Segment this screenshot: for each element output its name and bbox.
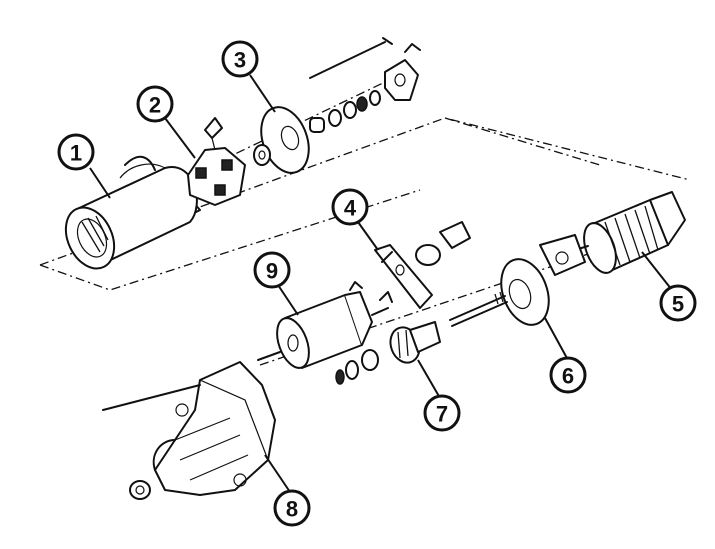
leader-8: [264, 454, 291, 493]
callout-label-1: 1: [70, 141, 82, 166]
assembly-boundary: [39, 117, 691, 291]
leader-5: [641, 251, 673, 291]
callout-9: 9: [253, 251, 291, 289]
leader-2: [164, 117, 196, 159]
callout-6: 6: [549, 356, 587, 394]
leader-1: [89, 167, 111, 199]
leader-6: [544, 317, 569, 361]
callout-1: 1: [57, 133, 95, 171]
callout-4: 4: [331, 188, 369, 226]
leader-7: [417, 359, 441, 399]
callout-label-8: 8: [286, 497, 298, 522]
leader-9: [277, 284, 299, 316]
callout-label-3: 3: [234, 48, 246, 73]
drive-housing: [102, 361, 276, 500]
solenoid: [257, 281, 393, 369]
callout-label-7: 7: [436, 402, 448, 427]
callout-label-6: 6: [562, 364, 574, 389]
callout-7: 7: [423, 394, 461, 432]
callout-label-2: 2: [149, 93, 161, 118]
end-cover: [253, 37, 421, 174]
callout-label-9: 9: [266, 259, 278, 284]
shift-lever: [374, 221, 471, 309]
armature: [574, 191, 686, 274]
leader-3: [249, 74, 276, 113]
callout-5: 5: [659, 284, 697, 322]
callout-3: 3: [221, 40, 259, 78]
callout-2: 2: [136, 85, 174, 123]
pinion-clutch: [335, 321, 441, 385]
callout-8: 8: [273, 489, 311, 527]
callout-label-4: 4: [344, 196, 357, 221]
drive-end-plate: [449, 234, 586, 327]
field-housing: [64, 155, 201, 270]
callout-label-5: 5: [672, 292, 684, 317]
brush-holder: [187, 117, 246, 206]
leader-4: [357, 221, 379, 251]
